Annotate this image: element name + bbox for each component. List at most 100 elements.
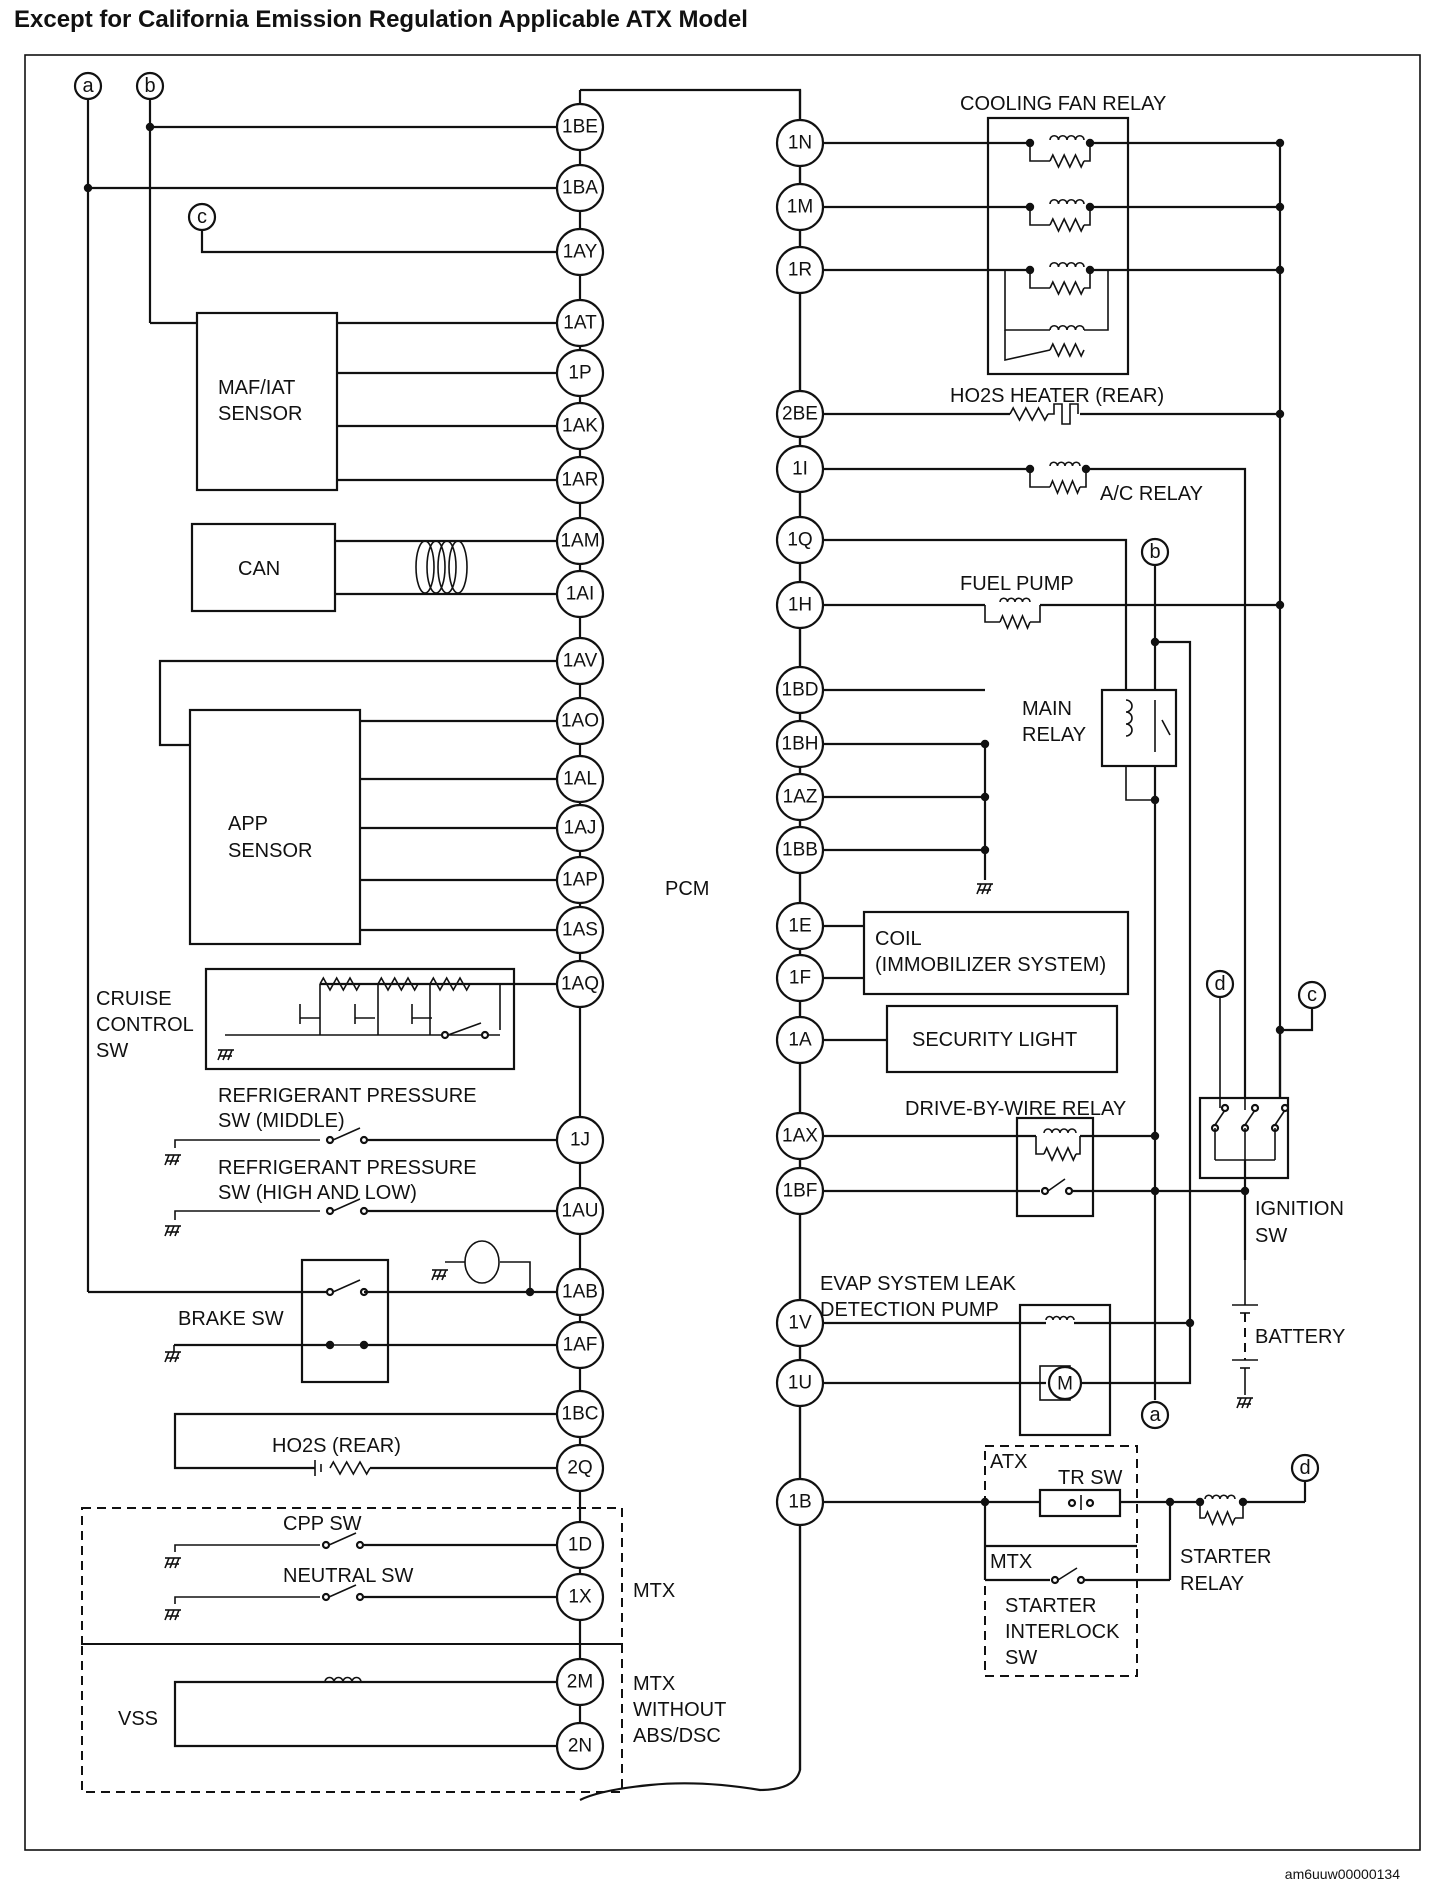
- cooling-fan-relay-label: COOLING FAN RELAY: [960, 93, 1166, 115]
- resistor-icon: [329, 1460, 371, 1476]
- wire: [174, 1596, 320, 1604]
- wire: [1082, 1380, 1192, 1385]
- junction-dot: [145, 122, 155, 132]
- ground-icon: [164, 1225, 170, 1237]
- pin-label: 1BC: [562, 1404, 599, 1425]
- dbw-relay-switch-icon: [1040, 1186, 1050, 1196]
- wire: [1084, 143, 1091, 162]
- security-light-label: SECURITY LIGHT: [912, 1029, 1077, 1051]
- ground-icon: [436, 1269, 442, 1281]
- junction-dot: [1185, 1318, 1195, 1328]
- pin-label: 1AZ: [783, 787, 818, 808]
- resistor-icon: [1049, 280, 1085, 296]
- junction-dot: [980, 739, 990, 749]
- ground-icon: [169, 1225, 175, 1237]
- switch-icon: [1161, 719, 1171, 736]
- mtx-label: MTX: [633, 1580, 675, 1602]
- wire: [1004, 330, 1051, 361]
- junction-dot: [325, 1340, 335, 1350]
- main-relay-label: RELAY: [1022, 724, 1086, 746]
- switch-icon: [1250, 1103, 1260, 1113]
- wire: [1029, 143, 1050, 162]
- wire: [1278, 1008, 1314, 1100]
- wire: [173, 1680, 557, 1748]
- refrigerant-middle-switch-icon: [325, 1135, 335, 1145]
- pin-label: 1AP: [562, 870, 598, 891]
- ground-icon: [1236, 1397, 1242, 1409]
- refrigerant-high-low-switch-icon: [332, 1198, 361, 1212]
- connector-label-a: a: [1149, 1404, 1161, 1426]
- ground-icon: [164, 1351, 170, 1363]
- wire: [1035, 1136, 1044, 1155]
- wire: [1235, 1502, 1244, 1519]
- junction-dot: [1025, 138, 1035, 148]
- coil-immobilizer-label: (IMMOBILIZER SYSTEM): [875, 954, 1106, 976]
- ground-icon: [164, 1609, 170, 1621]
- resistor-icon: [1204, 1509, 1236, 1527]
- connector-label-a: a: [82, 75, 94, 97]
- pin-label: 1AY: [563, 242, 598, 263]
- pcm-label: PCM: [665, 878, 709, 900]
- mtx-without-abs-label: MTX: [633, 1673, 675, 1695]
- battery-label: BATTERY: [1255, 1326, 1345, 1348]
- cruise-control-label: SW: [96, 1040, 128, 1062]
- resistor-icon: [429, 976, 471, 992]
- wire: [1084, 270, 1091, 289]
- wire: [500, 1261, 531, 1292]
- cpp-switch-label: CPP SW: [283, 1513, 362, 1535]
- ground-icon: [164, 1557, 170, 1569]
- tr-switch-icon: [1085, 1498, 1095, 1508]
- connector-label-b: b: [144, 75, 155, 97]
- atx-label: ATX: [990, 1451, 1027, 1473]
- page-title: Except for California Emission Regulatio…: [14, 6, 748, 33]
- ac-relay-label: A/C RELAY: [1100, 483, 1203, 505]
- wire: [200, 230, 557, 254]
- cruise-switch-icon: [447, 1022, 482, 1036]
- pin-label: 1H: [788, 595, 812, 616]
- ground-icon: [217, 1049, 223, 1061]
- fan-relay-coil-icon: [1049, 134, 1085, 141]
- coil-immobilizer-box: [862, 910, 1130, 996]
- ground-icon: [1246, 1397, 1252, 1409]
- wire: [1084, 207, 1091, 226]
- neutral-switch-icon: [355, 1592, 365, 1602]
- refrigerant-middle-switch-icon: [359, 1135, 369, 1145]
- motor-label: M: [1057, 1374, 1073, 1395]
- pin-label: 1N: [788, 133, 812, 154]
- pin-label: 1BB: [782, 840, 818, 861]
- wire: [174, 1139, 320, 1148]
- switch-icon: [1244, 1109, 1256, 1126]
- wire: [1029, 469, 1050, 488]
- refrigerant-high-low-switch-icon: [325, 1206, 335, 1216]
- pin-label: 1F: [789, 968, 811, 989]
- pin-label: 1BF: [783, 1181, 818, 1202]
- ground-icon: [169, 1351, 175, 1363]
- ground-icon: [431, 1269, 437, 1281]
- connector-label-d: d: [1299, 1457, 1310, 1479]
- pin-label: 1AS: [562, 920, 598, 941]
- brake-switch-label: BRAKE SW: [178, 1308, 284, 1330]
- pin-label: 1AM: [560, 531, 599, 552]
- pin-label: 1AL: [563, 769, 597, 790]
- resistor-icon: [999, 613, 1031, 631]
- connector-label-c: c: [197, 206, 207, 228]
- pin-label: 1BD: [782, 680, 819, 701]
- pin-label: 1A: [788, 1030, 812, 1051]
- pin-label: 1J: [570, 1130, 590, 1151]
- ground-icon: [174, 1225, 180, 1237]
- connector-label-b: b: [1149, 541, 1160, 563]
- connector-label-d: d: [1214, 973, 1225, 995]
- cooling-fan-relay-box: [986, 116, 1130, 376]
- pin-label: 2Q: [567, 1458, 592, 1479]
- ground-icon: [174, 1557, 180, 1569]
- main-relay-coil-icon: [1125, 699, 1133, 737]
- pin-label: 1I: [792, 459, 808, 480]
- pin-label: 1Q: [787, 530, 812, 551]
- ho2s-heater-label: HO2S HEATER (REAR): [950, 385, 1164, 407]
- neutral-switch-icon: [328, 1584, 357, 1598]
- junction-dot: [1025, 265, 1035, 275]
- tr-switch-box: [1038, 1488, 1122, 1518]
- brake-switch-icon: [332, 1279, 361, 1293]
- pin-label: 2M: [567, 1672, 593, 1693]
